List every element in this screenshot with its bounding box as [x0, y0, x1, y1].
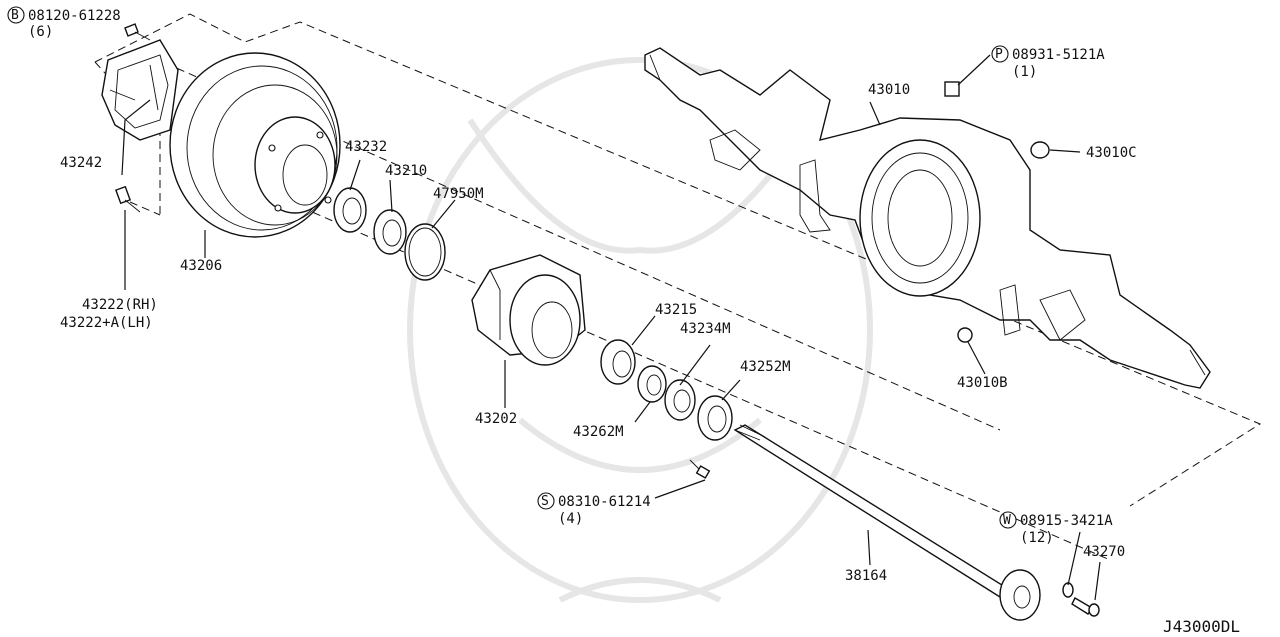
- axle-housing-43010[interactable]: [644, 47, 1211, 389]
- spacer-43262m[interactable]: [637, 365, 667, 403]
- callout-code: 08120-61228: [28, 8, 121, 24]
- callout-qty: (12): [1020, 530, 1054, 546]
- callout-badges: [7, 6, 1017, 529]
- callout-qty: (1): [1012, 64, 1037, 80]
- part-label-43234m: 43234M: [680, 321, 731, 337]
- plug-43010b[interactable]: [957, 327, 973, 343]
- callout-qty: (6): [28, 24, 53, 40]
- callout-qty: (4): [558, 511, 583, 527]
- part-label-43270: 43270: [1083, 544, 1125, 560]
- part-label-43202: 43202: [475, 411, 517, 427]
- part-label-43215: 43215: [655, 302, 697, 318]
- breather-08931[interactable]: [944, 81, 960, 97]
- plug-43010c[interactable]: [1030, 141, 1050, 159]
- watermark-emblem: [407, 57, 873, 603]
- seal-43232[interactable]: [333, 187, 367, 233]
- callout-code: 08310-61214: [558, 494, 651, 510]
- bearing-43210[interactable]: [373, 209, 407, 255]
- axle-shaft-38164[interactable]: [733, 424, 1041, 621]
- part-label-43222-lh: 43222+A(LH): [60, 315, 153, 331]
- part-label-43262m: 43262M: [573, 424, 624, 440]
- washer-08915[interactable]: [1062, 582, 1074, 598]
- backing-plate-43242[interactable]: [101, 39, 179, 141]
- hub-43202[interactable]: [471, 254, 586, 366]
- badge-letter: W: [1003, 513, 1011, 528]
- part-label-43222-rh: 43222(RH): [82, 297, 158, 313]
- part-label-43010: 43010: [868, 82, 910, 98]
- bearing-43215[interactable]: [600, 339, 636, 385]
- badge-letter: S: [541, 494, 549, 509]
- bolt-43222[interactable]: [115, 185, 141, 213]
- badge-letter: P: [995, 47, 1003, 62]
- callout-code: 08931-5121A: [1012, 47, 1105, 63]
- screw-08310[interactable]: [689, 459, 711, 479]
- brake-drum-43206[interactable]: [169, 52, 341, 238]
- part-label-43206: 43206: [180, 258, 222, 274]
- ring-47950m[interactable]: [404, 223, 446, 281]
- seal-43252m[interactable]: [697, 395, 733, 441]
- part-label-38164: 38164: [845, 568, 887, 584]
- callout-code: 08915-3421A: [1020, 513, 1113, 529]
- part-label-43010c: 43010C: [1086, 145, 1137, 161]
- leader-lines: [121, 54, 1101, 601]
- part-label-43232: 43232: [345, 139, 387, 155]
- diagram-id: J43000DL: [1163, 617, 1240, 636]
- part-label-47950m: 47950M: [433, 186, 484, 202]
- badge-letter: B: [11, 8, 19, 23]
- part-label-43010b: 43010B: [957, 375, 1008, 391]
- bolt-43270[interactable]: [1071, 597, 1100, 617]
- washer-43234m[interactable]: [664, 379, 696, 421]
- part-label-43252m: 43252M: [740, 359, 791, 375]
- part-label-43242: 43242: [60, 155, 102, 171]
- part-label-43210: 43210: [385, 163, 427, 179]
- screw-08120[interactable]: [124, 23, 151, 41]
